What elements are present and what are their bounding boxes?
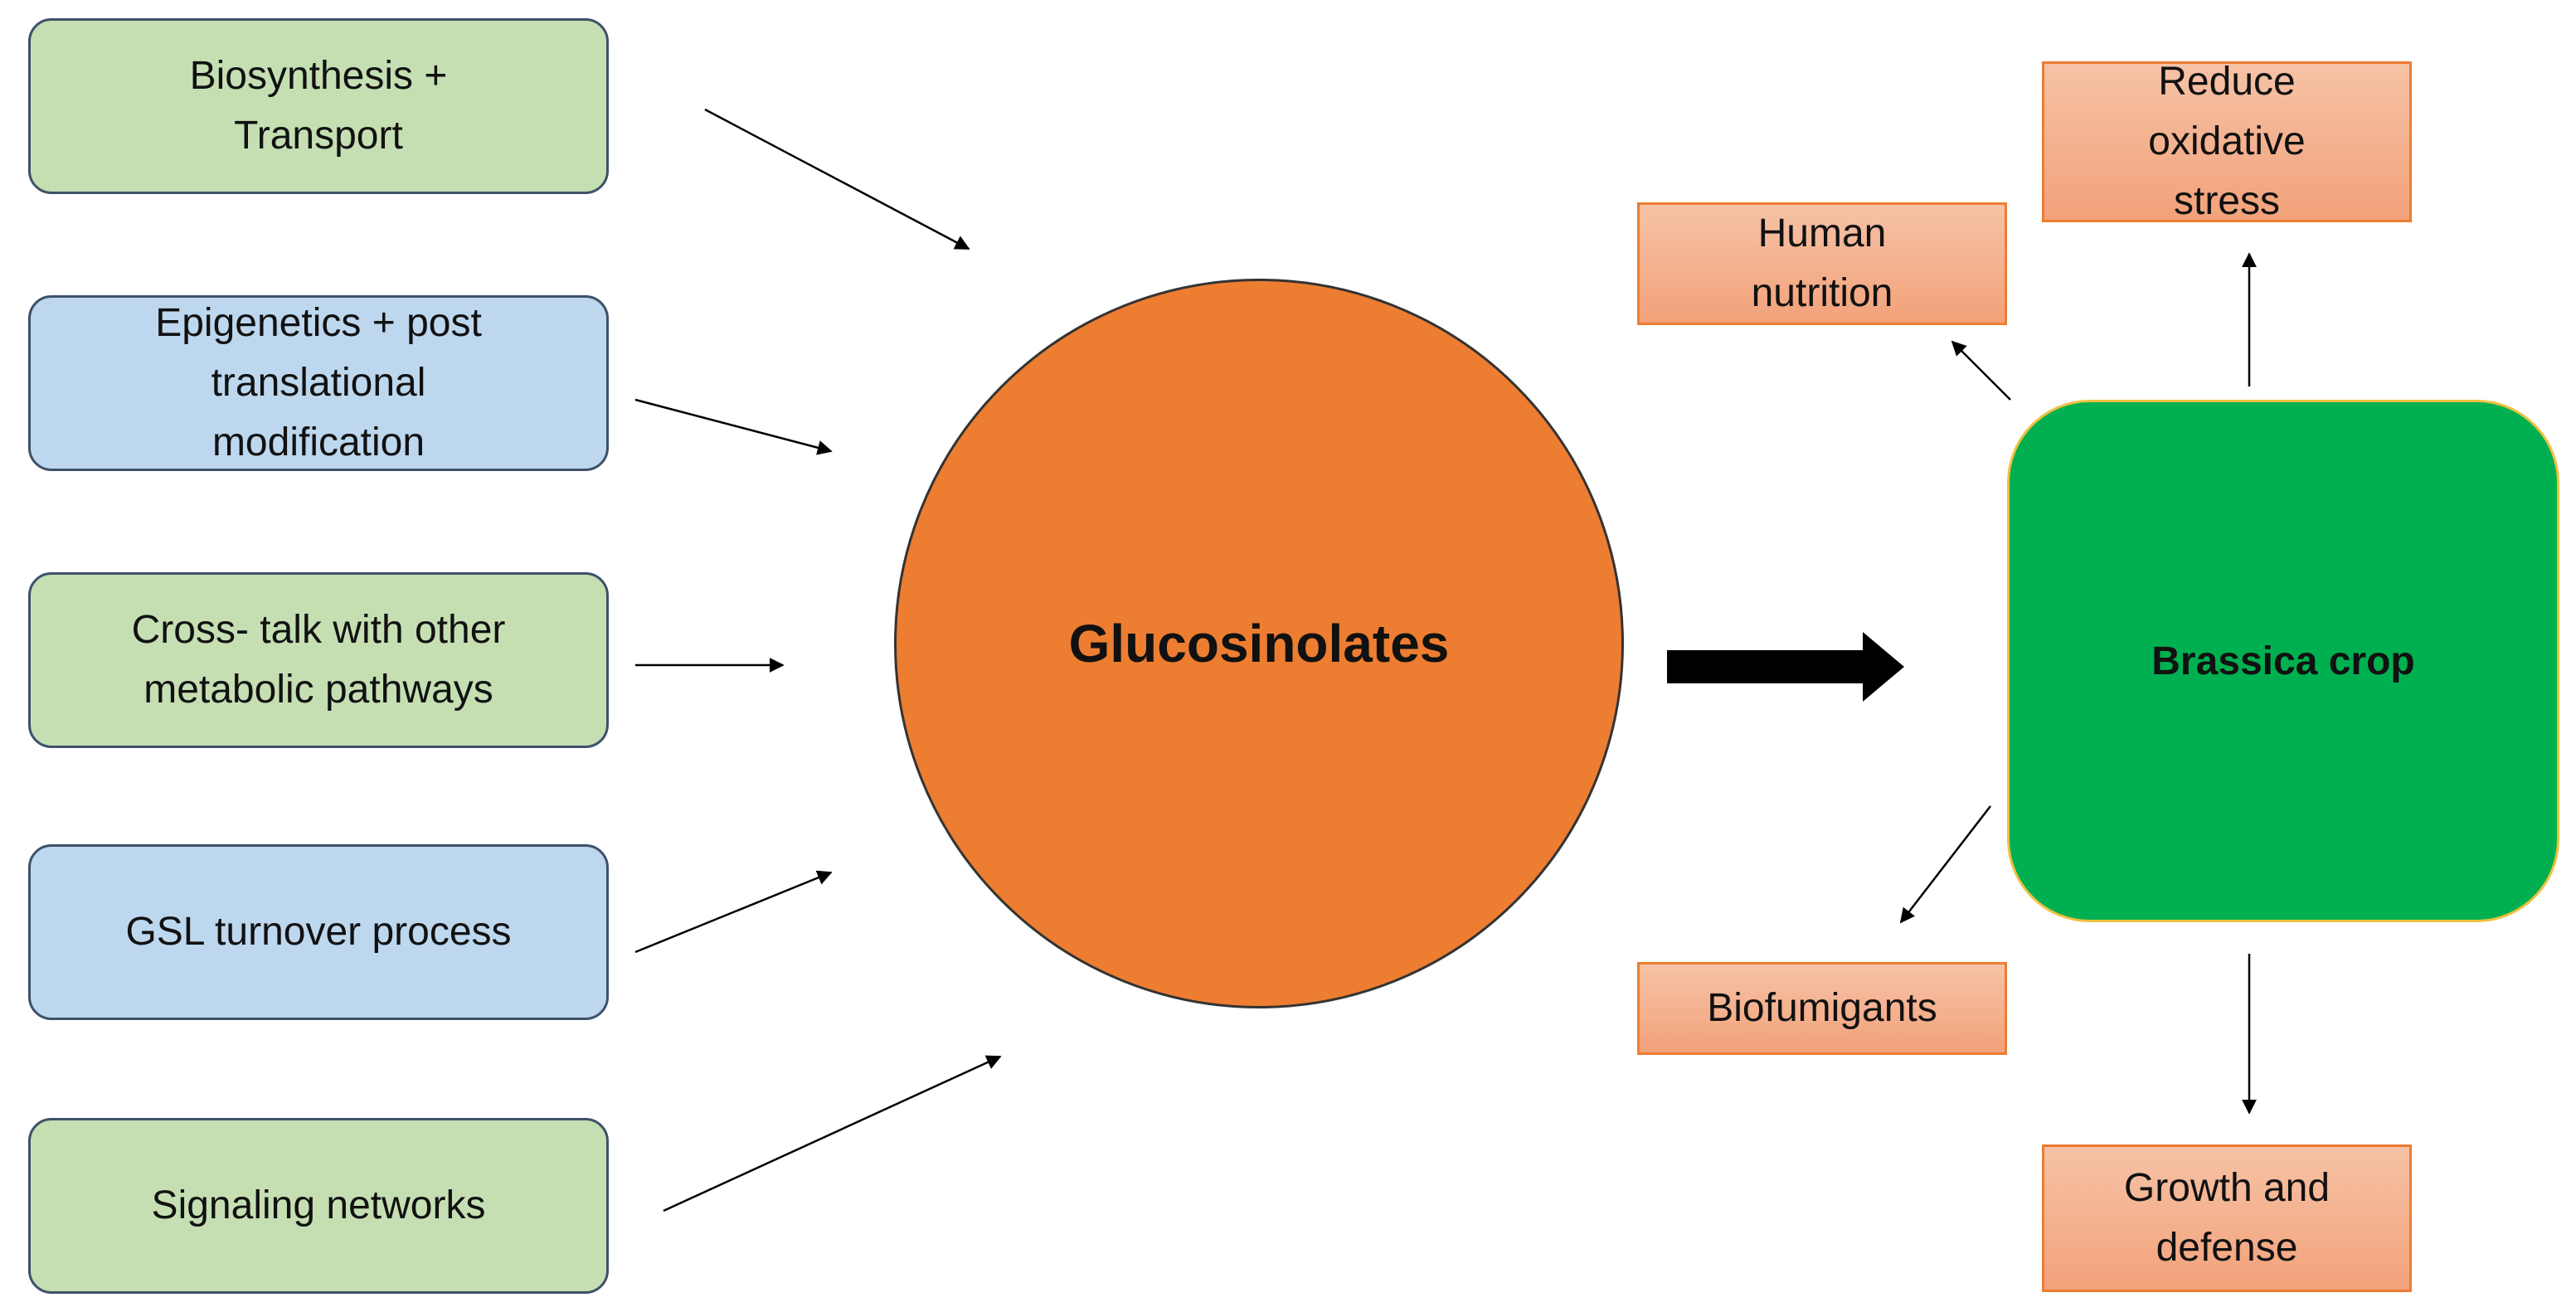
output-human-nutrition: Human nutrition (1637, 202, 2007, 325)
input-box-gsl-turnover: GSL turnover process (28, 844, 609, 1020)
input-box-crosstalk: Cross- talk with other metabolic pathway… (28, 572, 609, 748)
arrow-biosynthesis-to-glucosinolates (704, 108, 970, 250)
arrow-glucosinolates-to-brassica (1667, 632, 1904, 702)
brassica-crop-node: Brassica crop (2007, 400, 2559, 922)
input-label-gsl-turnover: GSL turnover process (125, 910, 512, 954)
input-label-signaling: Signaling networks (151, 1183, 486, 1227)
output-reduce-oxidative-stress: Reduce oxidative stress (2042, 60, 2412, 223)
arrow-signaling-to-glucosinolates (663, 1055, 1002, 1212)
output-biofumigants: Biofumigants (1637, 962, 2007, 1055)
output-label-biofumigants: Biofumigants (1707, 986, 1937, 1030)
glucosinolates-label: Glucosinolates (1068, 614, 1450, 673)
input-label-crosstalk: Cross- talk with other metabolic pathway… (131, 608, 506, 712)
output-growth-defense: Growth and defense (2042, 1144, 2412, 1292)
glucosinolates-node: Glucosinolates (894, 279, 1624, 1008)
arrow-crop-to-human-nutrition (1951, 340, 2011, 401)
input-label-epigenetics: Epigenetics + post translational modific… (155, 301, 482, 464)
output-label-human-nutrition: Human nutrition (1751, 211, 1893, 315)
arrow-epigenetics-to-glucosinolates (634, 398, 833, 455)
input-label-biosynthesis: Biosynthesis + Transport (189, 54, 448, 158)
brassica-crop-label: Brassica crop (2151, 639, 2415, 683)
input-box-signaling: Signaling networks (28, 1118, 609, 1294)
arrow-gsl-turnover-to-glucosinolates (634, 870, 833, 954)
input-box-epigenetics: Epigenetics + post translational modific… (28, 295, 609, 471)
output-label-reduce-oxidative-stress: Reduce oxidative stress (2148, 60, 2306, 223)
output-label-growth-defense: Growth and defense (2123, 1166, 2331, 1270)
arrow-crop-to-biofumigants (1899, 805, 1991, 924)
input-box-biosynthesis: Biosynthesis + Transport (28, 18, 609, 194)
